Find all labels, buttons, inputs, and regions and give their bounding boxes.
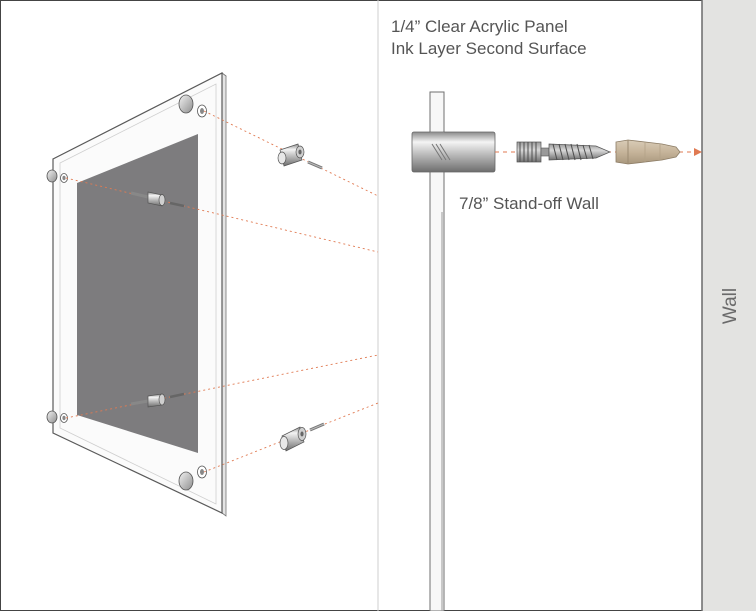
- screw-bottom-left-icon: [169, 392, 185, 399]
- wall-label: Wall: [720, 288, 741, 324]
- screw-top-left-icon: [169, 201, 185, 208]
- screw-icon: [516, 141, 611, 163]
- standoff-barrel-bottom-right-icon: [279, 426, 307, 452]
- acrylic-panel-side: [429, 91, 445, 611]
- standoff-barrel-icon: [411, 131, 496, 173]
- side-view-group: Wall: [391, 0, 756, 611]
- center-line-arrow: [694, 148, 702, 156]
- standoff-barrel-top-left-icon: [130, 191, 166, 207]
- standoff-cap-top-right-icon: [178, 94, 207, 118]
- screw-bottom-right-icon: [309, 422, 325, 432]
- panel-inner-line: [59, 83, 217, 505]
- panel-label-line2: Ink Layer Second Surface: [391, 39, 587, 58]
- standoff-barrel-bottom-left-icon: [130, 393, 166, 408]
- standoff-barrel-top-right-icon: [277, 143, 305, 167]
- standoff-cap-bottom-right-icon: [178, 465, 207, 491]
- wall-anchor-icon: [615, 139, 681, 165]
- standoff-cap-bottom-left-icon: [46, 410, 68, 424]
- standoff-cap-top-left-icon: [46, 169, 68, 183]
- wall-block: [702, 0, 756, 611]
- standoff-label: 7/8” Stand-off Wall: [459, 194, 599, 213]
- screw-top-right-icon: [307, 160, 323, 170]
- ink-layer-print: [77, 134, 198, 453]
- perspective-panel-group: [46, 72, 379, 517]
- panel-label-line1: 1/4” Clear Acrylic Panel: [391, 17, 568, 36]
